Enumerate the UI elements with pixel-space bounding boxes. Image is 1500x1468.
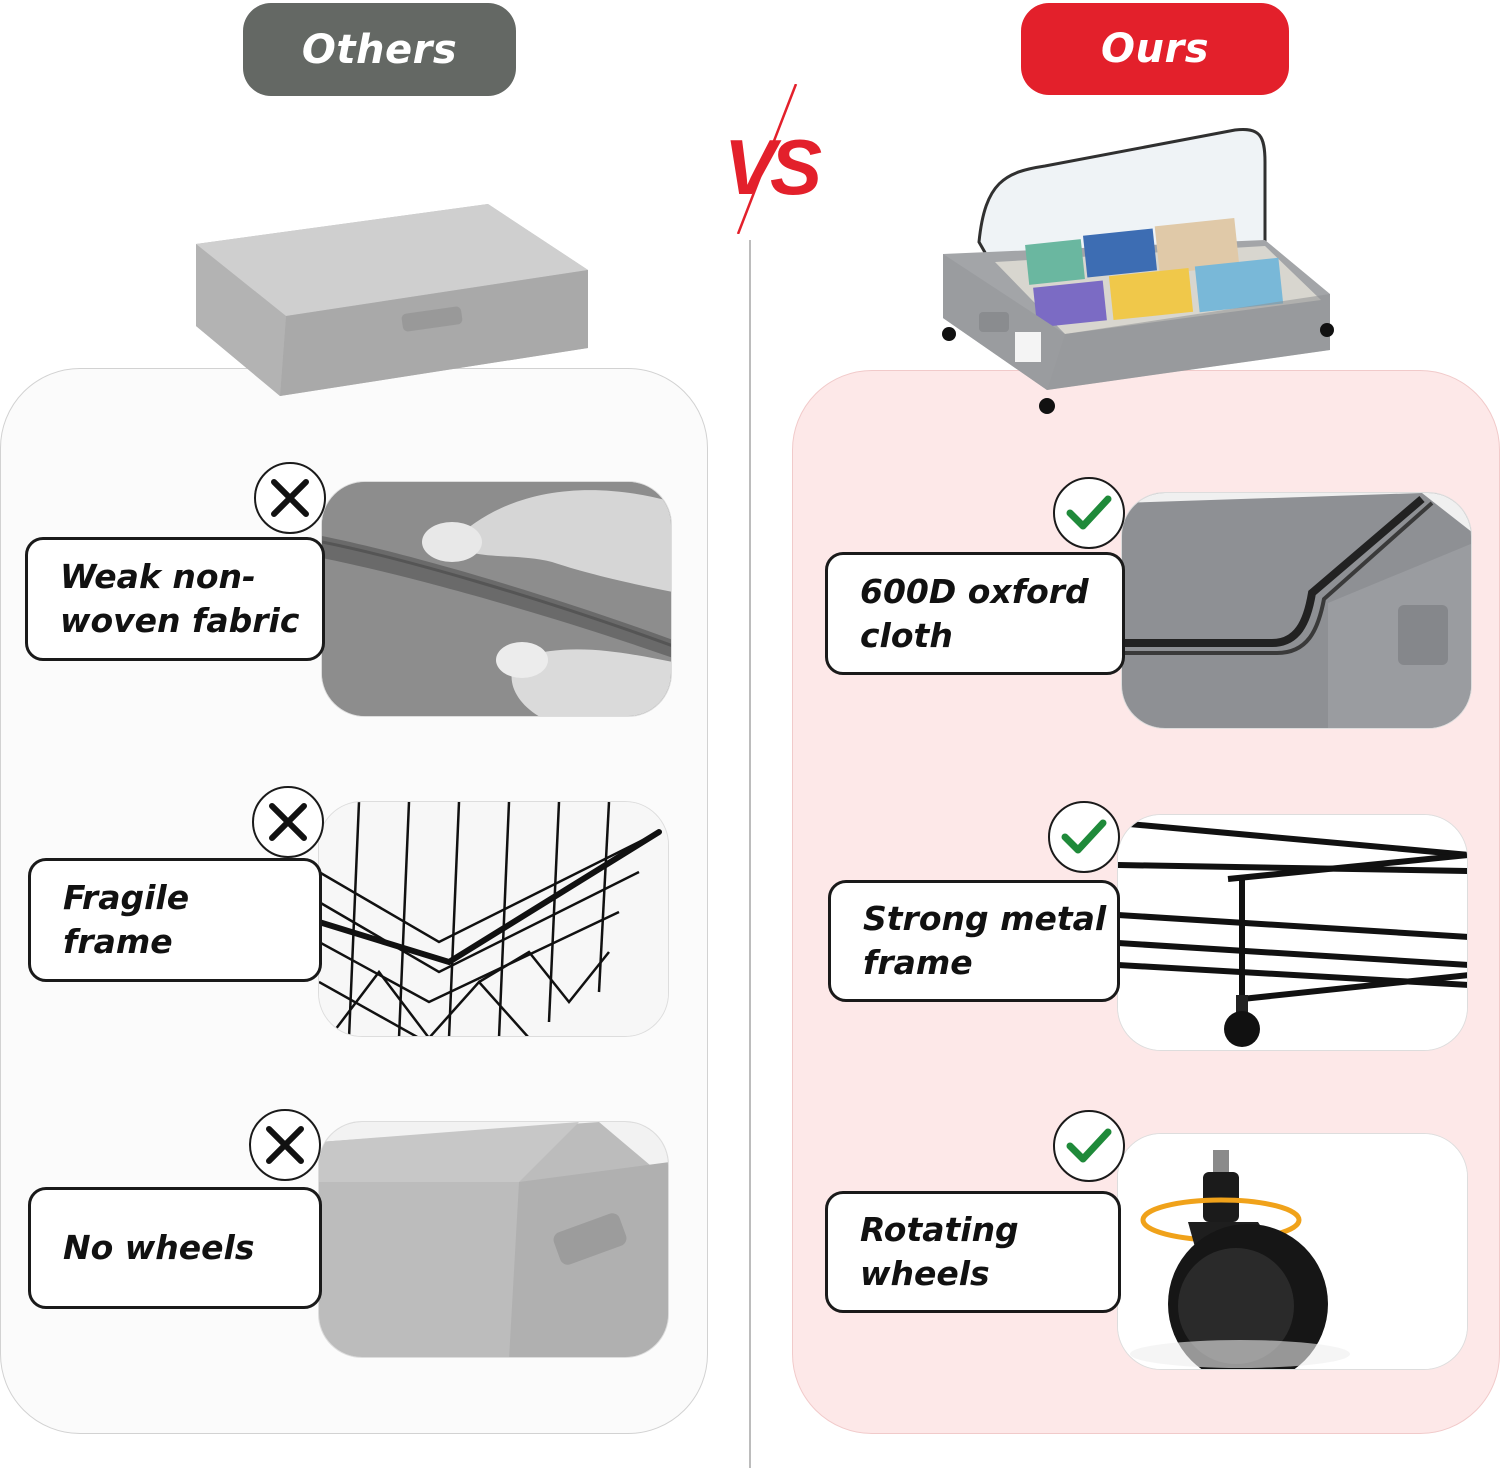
ours-product-image [935,122,1355,422]
check-icon [1048,801,1120,873]
check-icon [1053,477,1125,549]
others-product-image [188,200,596,400]
others-item-2-label-box: Fragile frame [28,858,322,982]
ours-header-label: Ours [1100,26,1209,72]
others-item-3-label-box: No wheels [28,1187,322,1309]
others-item-3-label: No wheels [63,1228,255,1267]
ours-item-1-label-box: 600D oxford cloth [825,552,1125,675]
ours-item-3-label: Rotating wheels [860,1210,1019,1293]
cross-icon [254,462,326,534]
ours-item-2-label: Strong metal frame [863,899,1107,982]
others-header-label: Others [301,26,458,73]
oxford-cloth-corner-photo [1121,492,1472,729]
ours-header-pill: Ours [1021,3,1289,95]
vs-text: VS [724,123,822,211]
ours-item-1-label: 600D oxford cloth [860,571,1089,655]
check-icon [1053,1110,1125,1182]
vs-logo: VS [708,83,838,235]
cross-icon [249,1109,321,1181]
fabric-edge-photo [321,481,672,717]
others-item-2-label: Fragile frame [63,878,190,961]
ours-item-2-label-box: Strong metal frame [828,880,1120,1002]
caster-wheel-photo [1117,1133,1468,1370]
center-divider [749,240,751,1468]
others-header-pill: Others [243,3,516,96]
cross-icon [252,786,324,858]
wire-basket-photo [318,801,669,1037]
others-item-1-label: Weak non-woven fabric [60,557,300,640]
ours-item-3-label-box: Rotating wheels [825,1191,1121,1313]
others-item-1-label-box: Weak non-woven fabric [25,537,325,661]
box-corner-photo [318,1121,669,1358]
metal-frame-photo [1117,814,1468,1051]
